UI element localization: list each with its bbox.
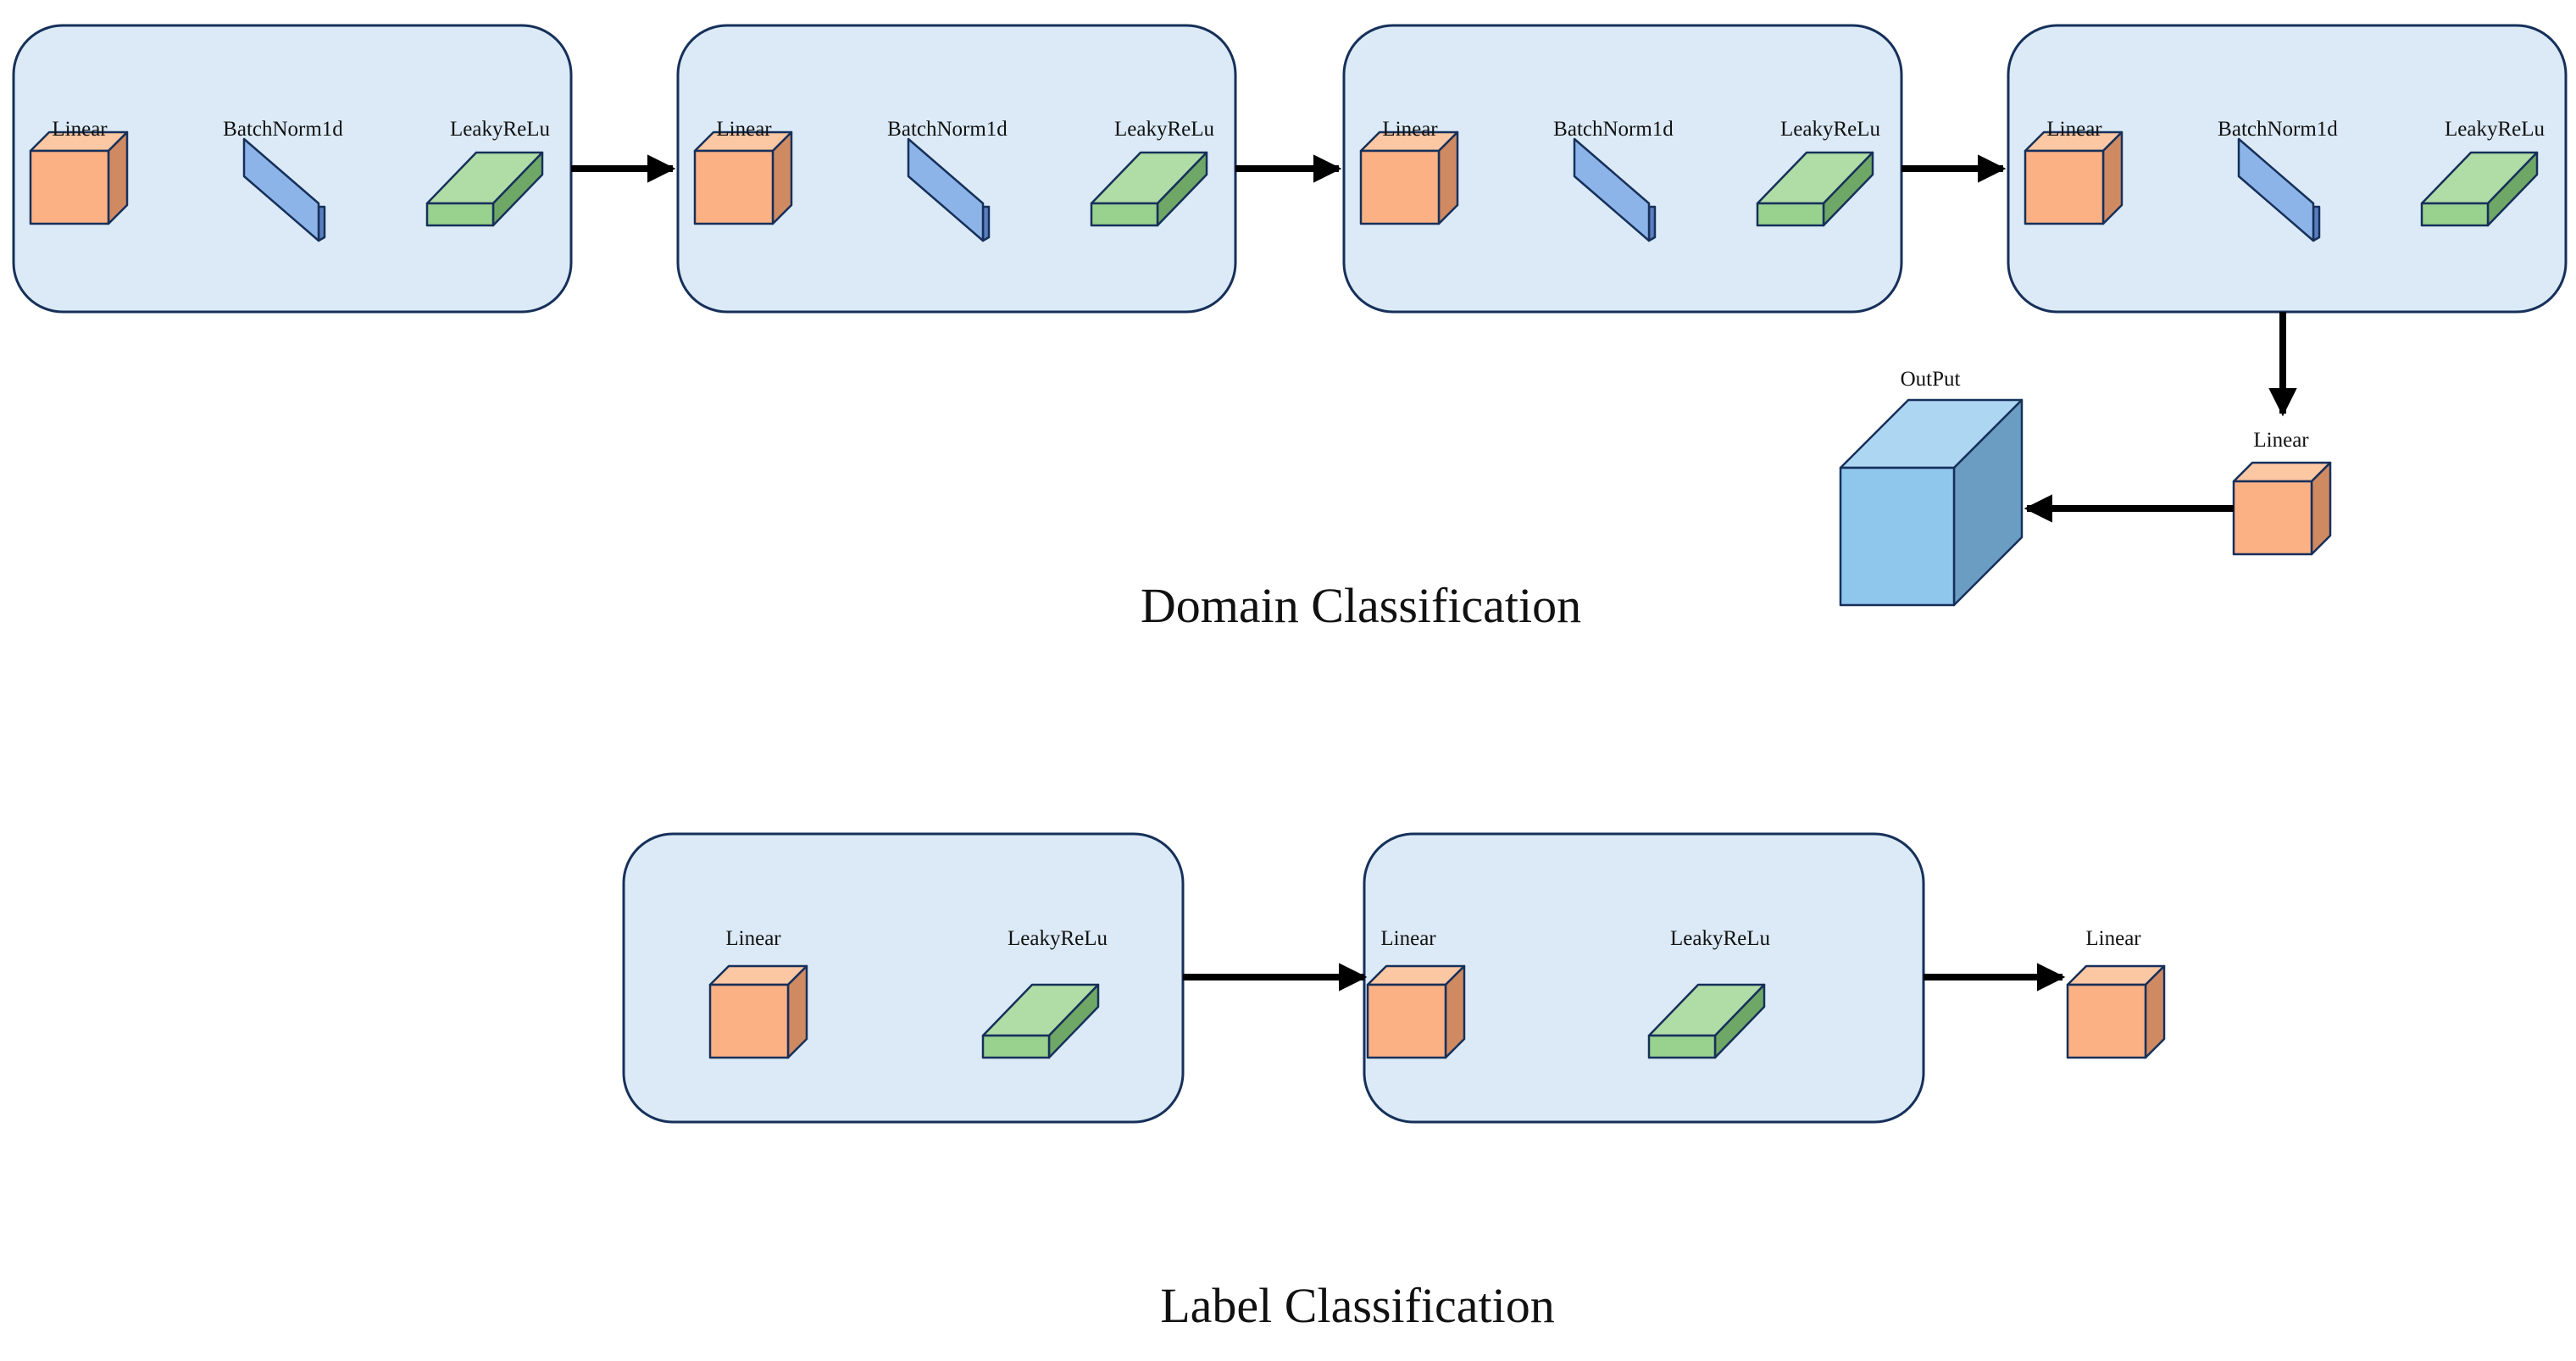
label-block-1-box [622, 832, 1185, 1124]
batchnorm1d-label: BatchNorm1d [887, 118, 1008, 141]
linear-label: Linear [1380, 927, 1436, 950]
linear-label: Linear [1382, 118, 1438, 141]
domain-block-2: Linear BatchNorm1d LeakyReLu [676, 24, 1237, 314]
batchnorm1d-label: BatchNorm1d [1553, 118, 1674, 141]
label-classification-branch: Linear LeakyReLu Linear LeakyReLu [622, 832, 2166, 1333]
batchnorm1d-layer-icon [907, 137, 991, 242]
linear-label: Linear [725, 927, 781, 950]
label-classification-title: Label Classification [1160, 1278, 1554, 1333]
linear-layer-icon [708, 964, 808, 1059]
domain-block-3: Linear BatchNorm1d LeakyReLu [1342, 24, 1903, 314]
label-final-linear-layer-icon [2066, 964, 2166, 1059]
leakyrelu-layer-icon [1756, 151, 1874, 227]
linear-layer-icon [29, 131, 129, 225]
batchnorm1d-label: BatchNorm1d [2218, 118, 2338, 141]
linear-layer-icon [693, 131, 793, 225]
final-linear-layer-icon [2232, 461, 2332, 556]
domain-classification-branch: Linear BatchNorm1d LeakyReLu Linear [12, 24, 2568, 633]
linear-layer-icon [1366, 964, 1466, 1059]
label-block-1: Linear LeakyReLu [622, 832, 1185, 1124]
batchnorm1d-layer-icon [1573, 137, 1657, 242]
output-cube-icon [1839, 398, 2024, 607]
batchnorm1d-label: BatchNorm1d [223, 118, 343, 141]
linear-label: Linear [52, 118, 108, 141]
leakyrelu-label: LeakyReLu [1008, 927, 1108, 950]
batchnorm1d-layer-icon [2237, 137, 2321, 242]
leakyrelu-layer-icon [981, 983, 1100, 1059]
label-block-2: Linear LeakyReLu [1363, 832, 1925, 1124]
leakyrelu-label: LeakyReLu [1670, 927, 1771, 950]
leakyrelu-layer-icon [1090, 151, 1208, 227]
batchnorm1d-layer-icon [242, 137, 326, 242]
output-label: OutPut [1901, 368, 1961, 391]
domain-block-4-box [2007, 24, 2568, 314]
linear-label: Linear [2046, 118, 2102, 141]
leakyrelu-layer-icon [1647, 983, 1766, 1059]
domain-block-4: Linear BatchNorm1d LeakyReLu [2007, 24, 2568, 314]
linear-layer-icon [1359, 131, 1459, 225]
leakyrelu-label: LeakyReLu [2445, 118, 2545, 141]
linear-label: Linear [716, 118, 772, 141]
leakyrelu-label: LeakyReLu [1780, 118, 1881, 141]
leakyrelu-layer-icon [2420, 151, 2539, 227]
linear-layer-icon [2024, 131, 2124, 225]
domain-classification-title: Domain Classification [1141, 578, 1581, 633]
leakyrelu-layer-icon [425, 151, 544, 227]
domain-block-1: Linear BatchNorm1d LeakyReLu [12, 24, 573, 314]
label-final-linear-label: Linear [2085, 927, 2141, 950]
leakyrelu-label: LeakyReLu [450, 118, 551, 141]
final-linear-label: Linear [2253, 429, 2309, 452]
leakyrelu-label: LeakyReLu [1114, 118, 1215, 141]
